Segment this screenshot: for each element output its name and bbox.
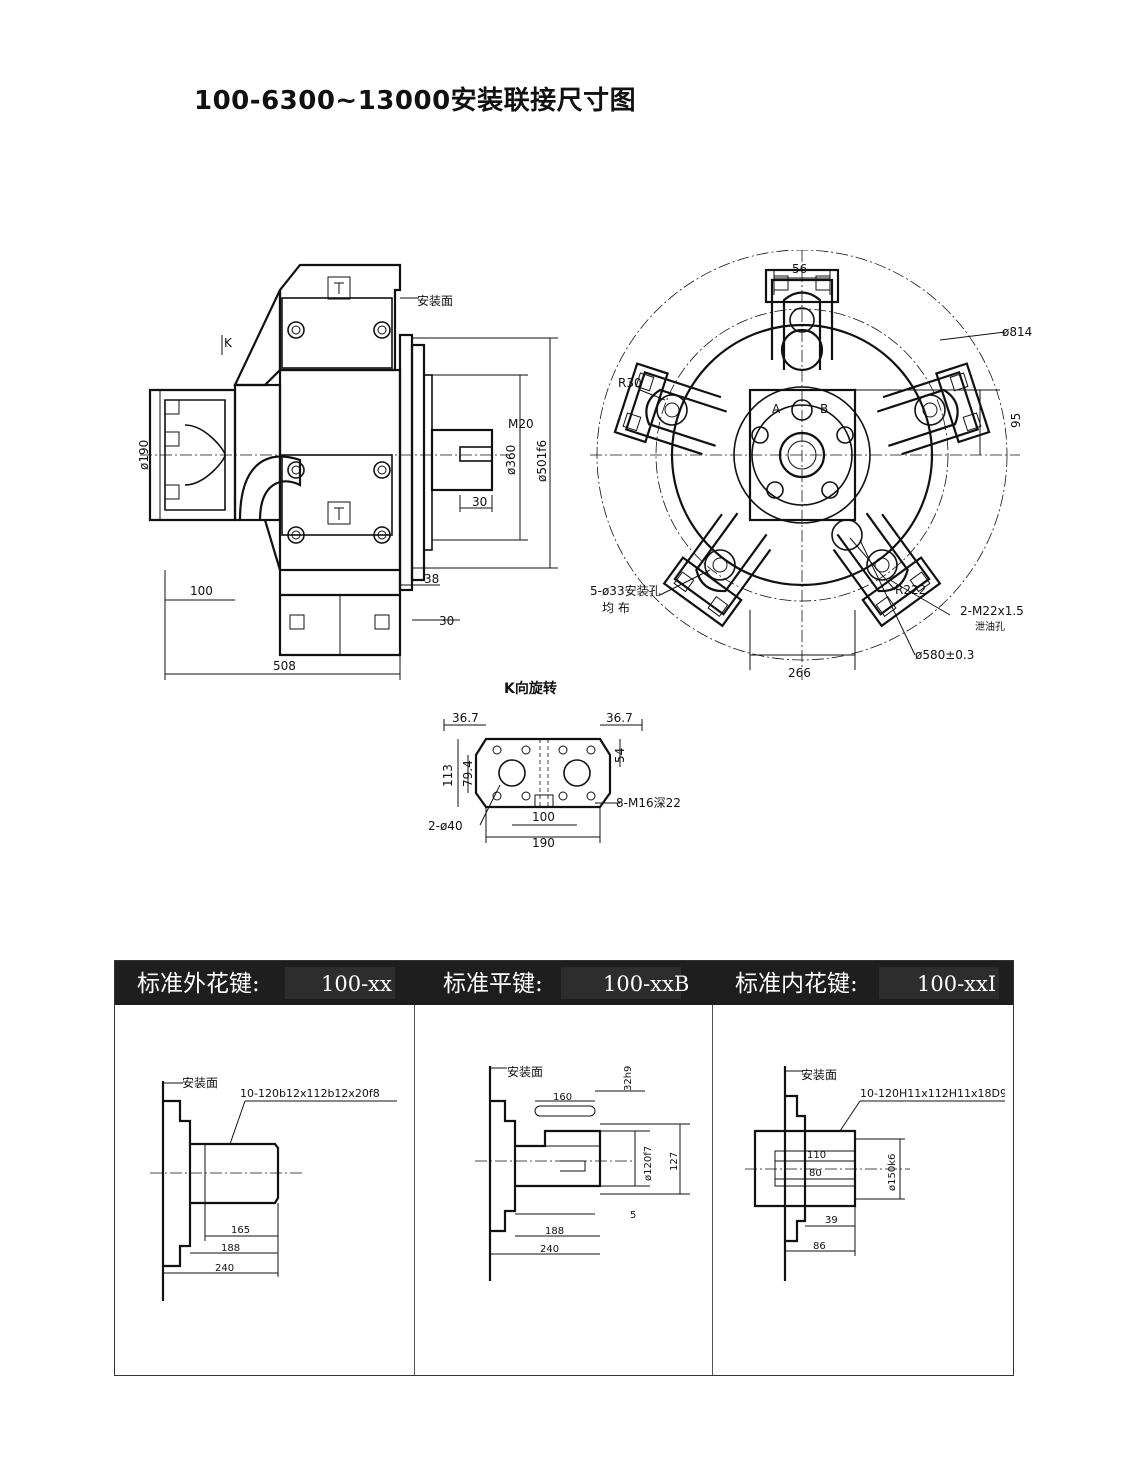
port-b-label: B — [820, 402, 828, 416]
dim-367-left: 36.7 — [452, 711, 479, 725]
table-header: 标准外花键: 100-xx 标准平键: 100-xxB 标准内花键: 100-x… — [115, 961, 1013, 1005]
dim-100: 100 — [190, 584, 213, 598]
dim-113: 113 — [441, 764, 455, 787]
k-view-drawing: K向旋转 36.7 36.7 113 79.4 54 100 190 2-ø40… — [428, 680, 681, 850]
mount-face-label: 安装面 — [417, 293, 453, 308]
key-dim-160: 160 — [553, 1092, 572, 1103]
header-external-spline-code: 100-xx — [321, 972, 392, 996]
dim-95: 95 — [1009, 413, 1023, 428]
drain-port-label: 2-M22x1.5 — [960, 604, 1024, 618]
key-dim-240: 240 — [540, 1244, 559, 1255]
dim-8-m16: 8-M16深22 — [616, 796, 681, 810]
dim-794: 79.4 — [461, 760, 475, 787]
int-dim-150k6: ø150k6 — [887, 1154, 898, 1191]
header-internal-spline: 标准内花键: — [735, 971, 858, 997]
dim-m20: M20 — [508, 417, 534, 431]
key-dim-32h9: 32h9 — [623, 1066, 634, 1091]
column-divider — [712, 1005, 713, 1375]
header-code-box — [879, 967, 999, 999]
header-code-box — [285, 967, 395, 999]
header-external-spline: 标准外花键: — [137, 971, 260, 997]
int-dim-80: 80 — [809, 1168, 822, 1179]
dim-367-right: 36.7 — [606, 711, 633, 725]
header-flat-key-code: 100-xxB — [603, 972, 690, 996]
key-dim-120f7: ø120f7 — [643, 1146, 654, 1181]
port-a-label: A — [772, 402, 781, 416]
header-code-box — [561, 967, 681, 999]
key-dim-127: 127 — [669, 1152, 680, 1171]
header-flat-key: 标准平键: — [443, 971, 543, 997]
shaft-options-table: 标准外花键: 100-xx 标准平键: 100-xxB 标准内花键: 100-x… — [114, 960, 1014, 1376]
header-internal-spline-code: 100-xxI — [917, 972, 997, 996]
int-dim-110: 110 — [807, 1150, 826, 1161]
front-view-drawing: 56 ø814 R30 95 A B R222 5-ø33安装孔 均 布 2-M… — [590, 250, 1032, 680]
mount-holes-label: 5-ø33安装孔 — [590, 583, 661, 598]
mount-holes-note: 均 布 — [602, 601, 630, 615]
key-dim-188: 188 — [545, 1226, 564, 1237]
key-dim-5: 5 — [630, 1210, 636, 1221]
k-label: K — [224, 336, 233, 350]
dim-d501: ø501f6 — [535, 440, 549, 482]
dim-2-d40: 2-ø40 — [428, 819, 463, 833]
drain-port-note: 泄油孔 — [975, 620, 1005, 633]
int-dim-86: 86 — [813, 1241, 826, 1252]
dim-d190: ø190 — [137, 440, 151, 470]
column-divider — [414, 1005, 415, 1375]
ext-dim-165: 165 — [231, 1225, 250, 1236]
int-mount-face: 安装面 — [801, 1067, 837, 1082]
int-spline-spec: 10-120H11x112H11x18D9 — [860, 1087, 1005, 1100]
dim-r222: R222 — [895, 583, 926, 597]
ext-mount-face: 安装面 — [182, 1075, 218, 1090]
dim-d360: ø360 — [504, 445, 518, 475]
ext-spline-spec: 10-120b12x112b12x20f8 — [240, 1087, 380, 1100]
dim-d814: ø814 — [1002, 325, 1032, 339]
dim-266: 266 — [788, 666, 811, 680]
dim-508: 508 — [273, 659, 296, 673]
dim-r30: R30 — [618, 376, 642, 390]
dim-54: 54 — [613, 748, 627, 763]
dim-30b: 30 — [439, 614, 454, 628]
int-dim-39: 39 — [825, 1215, 838, 1226]
external-spline-drawing: 安装面 10-120b12x112b12x20f8 165 188 240 — [150, 1075, 397, 1301]
flat-key-drawing: 安装面 160 32h9 ø120f7 127 5 188 240 — [475, 1064, 690, 1281]
ext-dim-188: 188 — [221, 1243, 240, 1254]
dim-30a: 30 — [472, 495, 487, 509]
page-title: 100-6300~13000安装联接尺寸图 — [194, 86, 637, 116]
dim-56: 56 — [792, 262, 807, 276]
key-mount-face: 安装面 — [507, 1064, 543, 1079]
dim-d580: ø580±0.3 — [915, 648, 974, 662]
dim-k100: 100 — [532, 810, 555, 824]
ext-dim-240: 240 — [215, 1263, 234, 1274]
side-view-drawing: 安装面 K ø190 M20 ø360 ø501f6 30 38 30 100 … — [137, 263, 558, 680]
dim-38: 38 — [424, 572, 439, 586]
k-view-title: K向旋转 — [504, 680, 557, 697]
internal-spline-drawing: 安装面 10-120H11x112H11x18D9 110 80 ø150k6 … — [745, 1066, 1005, 1281]
dim-k190: 190 — [532, 836, 555, 850]
